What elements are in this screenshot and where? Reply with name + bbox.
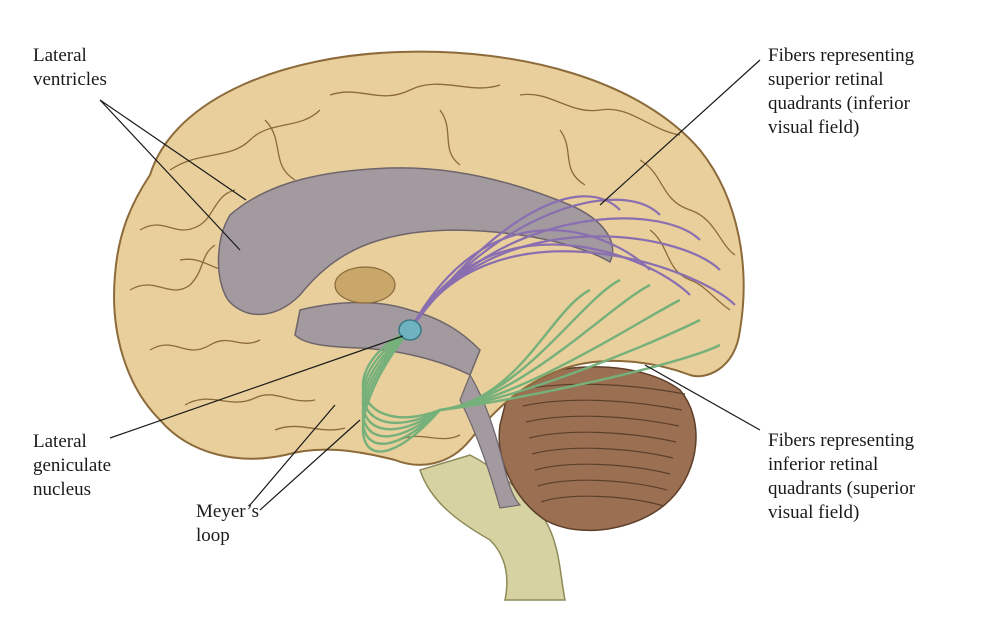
leader-meyer-upper — [249, 404, 336, 506]
leader-superior-fibers — [599, 59, 761, 206]
label-line: Lateral — [33, 45, 87, 66]
label-meyers-loop: Meyer’s loop — [196, 500, 259, 548]
label-line: Meyer’s — [196, 501, 259, 522]
label-line: nucleus — [33, 479, 92, 500]
superior-fiber — [409, 250, 736, 331]
label-line: Fibers representing — [768, 430, 915, 451]
leader-ventricles-lower — [99, 99, 241, 251]
cerebellum-folium — [525, 415, 680, 427]
superior-fiber — [409, 243, 691, 331]
label-line: visual field) — [768, 117, 860, 138]
label-line: loop — [196, 525, 230, 546]
gyrus-line — [439, 109, 461, 166]
label-line: geniculate — [33, 455, 112, 476]
label-inferior-fibers: Fibers representing inferior retinal qua… — [768, 429, 915, 525]
cerebellum-folium — [540, 495, 665, 507]
label-lateral-geniculate-nucleus: Lateral geniculate nucleus — [33, 430, 111, 502]
label-superior-fibers: Fibers representing superior retinal qua… — [768, 44, 914, 140]
label-line: quadrants (superior — [768, 478, 916, 499]
lateral-geniculate-nucleus — [398, 319, 422, 341]
superior-retinal-fibers — [409, 195, 736, 331]
cerebellum-folia — [519, 383, 686, 507]
gyrus-line — [639, 159, 736, 256]
cerebellum-folium — [522, 399, 683, 411]
gyrus-line — [129, 244, 216, 291]
gyrus-line — [519, 93, 681, 136]
label-line: visual field) — [768, 502, 860, 523]
label-line: ventricles — [33, 69, 107, 90]
leader-inferior-fibers — [644, 364, 761, 431]
lateral-ventricle-temporal-horn — [294, 301, 481, 377]
cerebellum-folium — [528, 431, 677, 443]
gyrus-line — [274, 425, 346, 431]
gyrus-line — [139, 189, 236, 231]
leader-lines — [99, 59, 761, 511]
gyrus-line — [184, 394, 316, 406]
inferior-fiber — [361, 288, 591, 453]
cerebellum-folium — [519, 383, 686, 395]
leader-lgn — [109, 335, 404, 439]
label-line: Fibers representing — [768, 45, 915, 66]
label-line: superior retinal — [768, 69, 884, 90]
cerebellum-folium — [534, 463, 671, 475]
thalamus-area — [334, 266, 396, 304]
cerebellum-folium — [537, 479, 668, 491]
ventricle-descending-horn — [459, 373, 522, 509]
leader-meyer-lower — [259, 419, 361, 511]
cerebrum — [113, 50, 745, 466]
gyri-lines — [129, 83, 736, 441]
cerebellum-folium — [531, 447, 674, 459]
lateral-ventricle-body — [217, 167, 614, 316]
gyrus-line — [329, 83, 501, 97]
leader-ventricles-upper — [99, 99, 247, 201]
gyrus-line — [149, 339, 261, 351]
gyrus-line — [264, 119, 296, 181]
label-line: Lateral — [33, 431, 87, 452]
inferior-retinal-fibers — [361, 278, 721, 453]
superior-fiber — [409, 229, 651, 331]
gyrus-line — [559, 129, 586, 186]
label-line: inferior retinal — [768, 454, 879, 475]
label-line: quadrants (inferior — [768, 93, 910, 114]
label-lateral-ventricles: Lateral ventricles — [33, 44, 107, 92]
gyrus-line — [169, 109, 321, 171]
